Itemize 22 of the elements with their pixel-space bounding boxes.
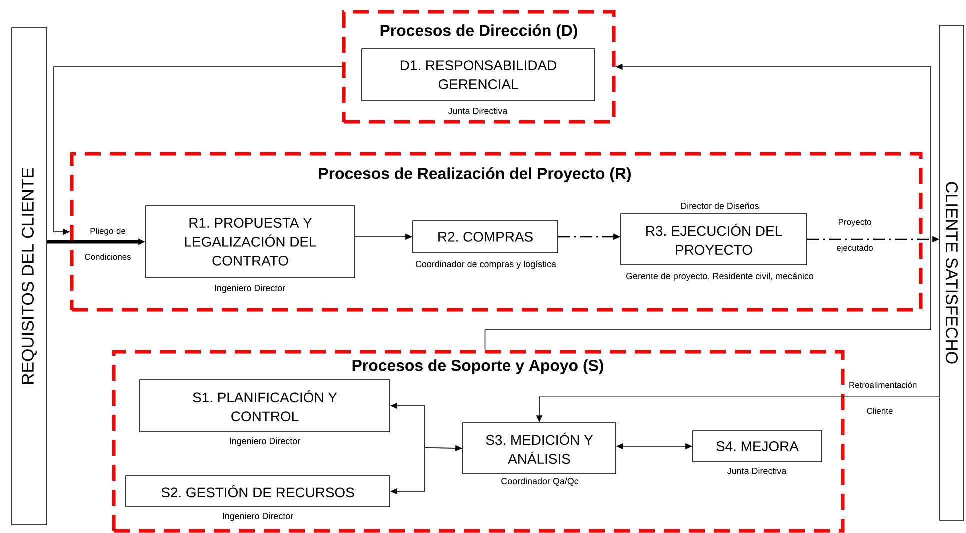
role-label: Junta Directiva [448,108,508,114]
side-panel: CLIENTE SATISFECHO [940,25,964,521]
role-label: Coordinador de compras y logística [416,260,556,270]
role-label: Coordinador Qa/Qc [502,478,579,486]
edge-label: Retroalimentación Cliente [850,382,917,414]
process-box: S1. PLANIFICACIÓN Y CONTROL [140,380,390,432]
process-box: D1. RESPONSABILIDAD GERENCIAL [362,48,596,102]
process-box: R3. EJECUCIÓN DEL PROYECTO [620,214,808,266]
edge-label: Proyecto ejecutado [837,219,873,253]
role-label: Director de Diseños [681,202,760,210]
process-box: R1. PROPUESTA Y LEGALIZACIÓN DEL CONTRATO [146,206,356,278]
side-panel: REQUISITOS DEL CLIENTE [12,28,48,526]
process-box: R2. COMPRAS [412,220,558,254]
role-label: Ingeniero Director [215,284,286,294]
role-label: Gerente de proyecto, Residente civil, mecánico [626,272,814,282]
process-box: S3. MEDICIÓN Y ANÁLISIS [462,422,616,474]
role-label: Ingeniero Director [230,438,300,446]
role-label: Junta Directiva [728,468,787,474]
process-box: S2. GESTIÓN DE RECURSOS [126,476,390,508]
role-label: Ingeniero Director [223,512,294,522]
edge-label: Pliego de Condiciones [85,228,131,260]
process-box: S4. MEJORA [692,430,822,462]
